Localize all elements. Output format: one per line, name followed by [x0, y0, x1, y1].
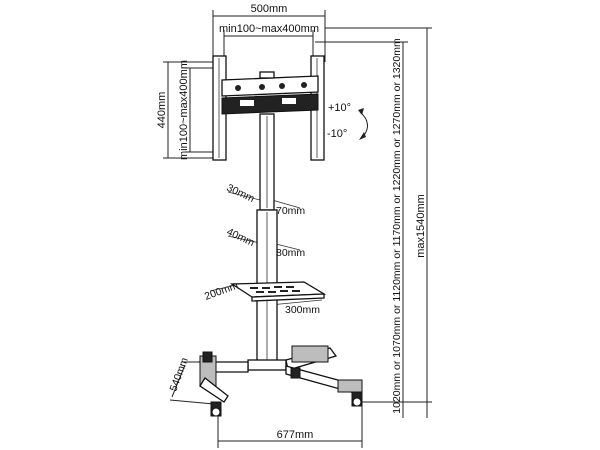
- caster-front-left-icon: [210, 401, 222, 417]
- label-vesa-horizontal: min100~max400mm: [219, 23, 319, 35]
- shelf: [229, 281, 327, 302]
- label-shelf-depth: 200mm: [203, 279, 240, 302]
- caster-back-right-icon: [290, 367, 301, 379]
- column: [256, 113, 278, 363]
- label-column-offset-1: 30mm: [225, 182, 257, 205]
- label-column-offset-2: 40mm: [225, 226, 257, 249]
- label-base-depth: 540mm: [168, 356, 191, 393]
- label-column-depth-2: 80mm: [276, 247, 305, 259]
- base: [198, 345, 363, 417]
- caster-front-right-icon: [351, 391, 363, 407]
- tilt-arrow-icon: [358, 108, 368, 140]
- label-shelf-width: 300mm: [285, 304, 320, 316]
- label-bracket-width: 500mm: [251, 3, 288, 15]
- tv-mount-bracket: [212, 55, 325, 161]
- dimension-lines: [163, 10, 432, 448]
- label-tilt-down: -10°: [327, 128, 347, 140]
- label-base-width: 677mm: [277, 429, 314, 441]
- label-max-height: max1540mm: [415, 194, 427, 258]
- label-height-options: 1020mm or 1070mm or 1120mm or 1170mm or …: [391, 38, 403, 414]
- caster-back-left-icon: [202, 351, 213, 363]
- label-vesa-vertical: min100~max400mm: [178, 60, 190, 160]
- label-bracket-height: 440mm: [156, 92, 168, 129]
- label-tilt-up: +10°: [328, 102, 351, 114]
- label-column-depth-1: 70mm: [276, 205, 305, 217]
